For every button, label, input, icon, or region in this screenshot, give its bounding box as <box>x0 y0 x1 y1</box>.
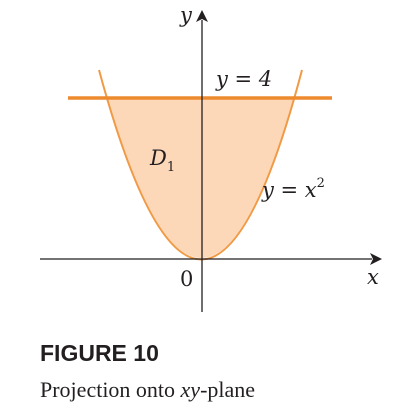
curve-label: y = x2 <box>261 176 325 202</box>
figure-title: FIGURE 10 <box>40 340 159 366</box>
figure-diagram: y x 0 y = 4 D1 y = x2 <box>40 3 382 312</box>
line-label: y = 4 <box>215 67 272 91</box>
y-axis-arrow-icon <box>196 10 208 22</box>
x-axis-arrow-icon <box>370 253 382 265</box>
figure-caption: Projection onto xy-plane <box>40 377 256 402</box>
x-axis <box>40 253 382 265</box>
region-label: D1 <box>149 146 175 175</box>
origin-label: 0 <box>180 267 193 291</box>
y-axis-label: y <box>179 3 193 27</box>
y-axis <box>196 10 208 312</box>
x-axis-label: x <box>367 265 379 289</box>
